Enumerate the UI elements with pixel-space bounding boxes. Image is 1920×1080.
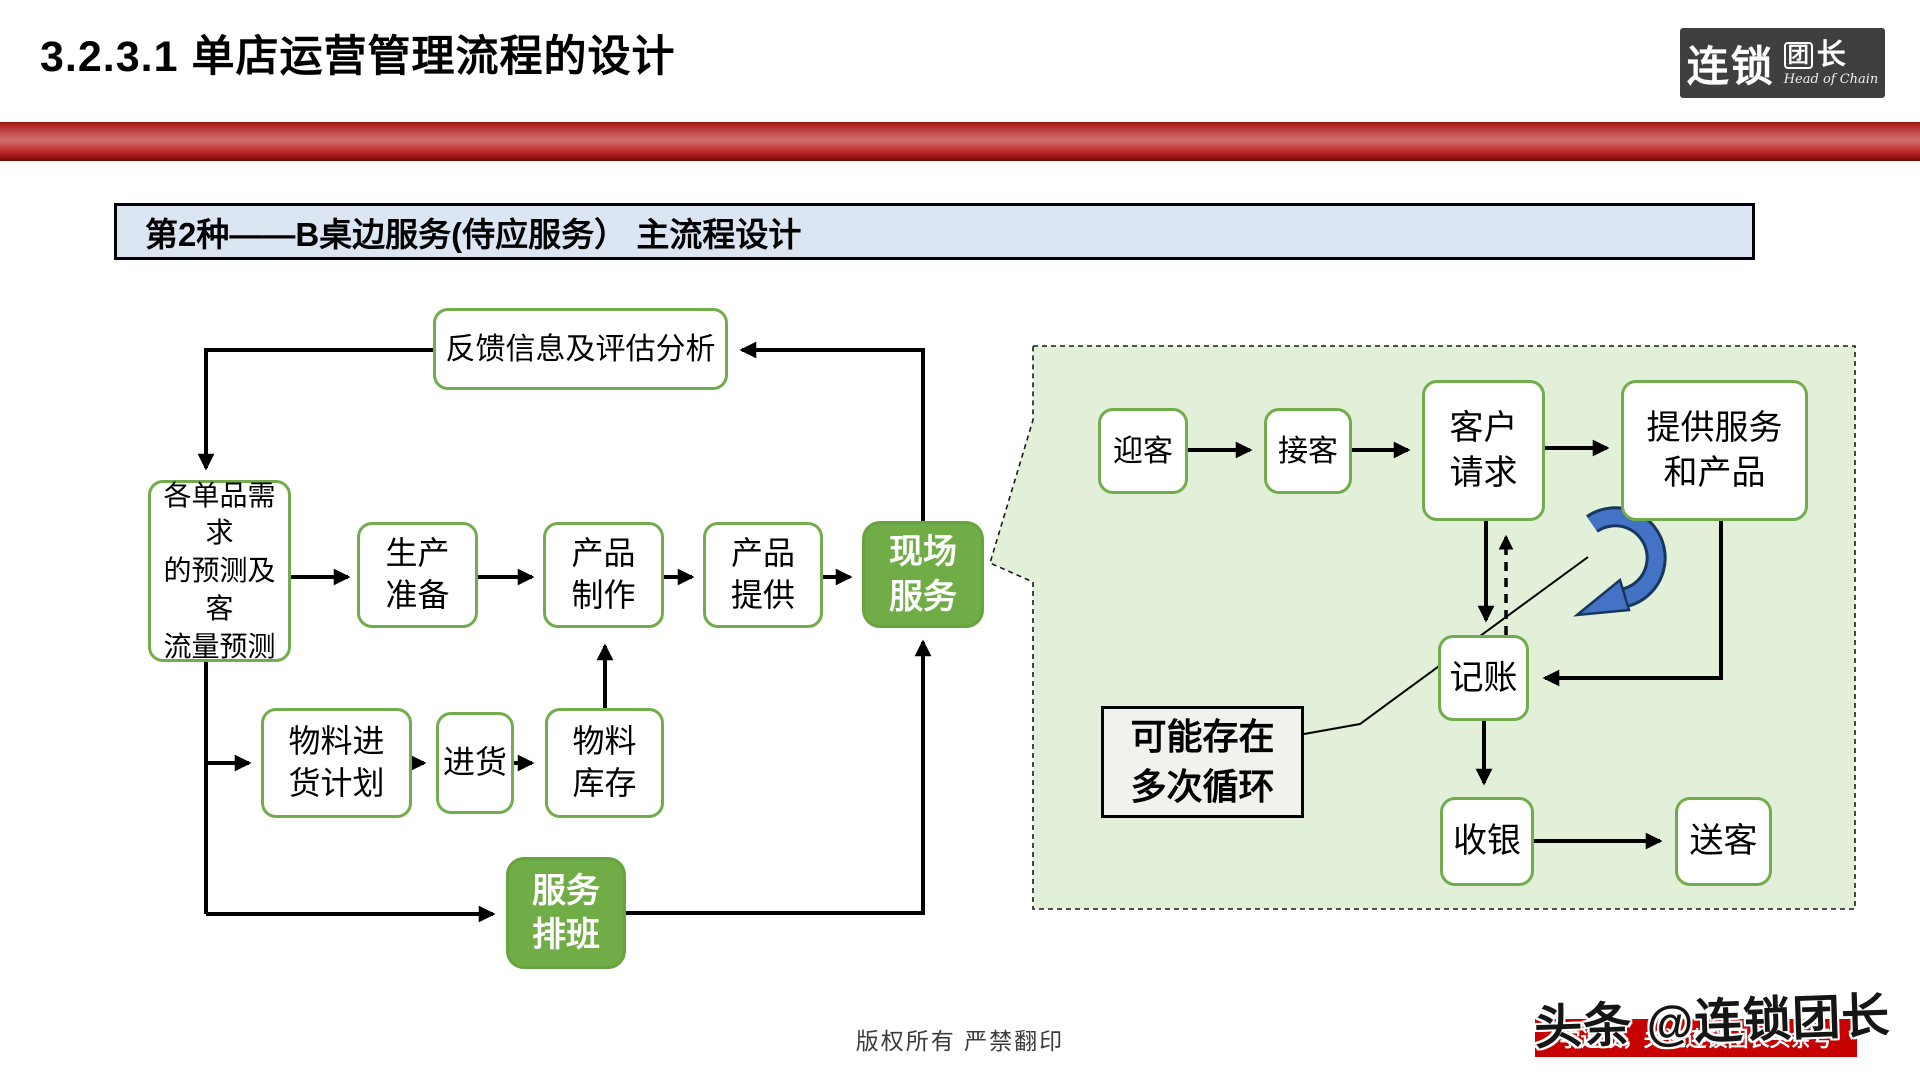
node-production-prep: 生产 准备: [357, 522, 478, 628]
node-material-purchase-plan: 物料进 货计划: [261, 708, 412, 818]
loop-arrow-icon: [1573, 506, 1667, 617]
node-product-offering: 产品 提供: [703, 522, 823, 628]
arrow-scheduling-to-onsite: [626, 639, 932, 915]
copyright-text: 版权所有 严禁翻印: [855, 1028, 1065, 1054]
node-loop-note: 可能存在 多次循环: [1101, 706, 1304, 818]
logo-right-block: 团 长 Head of Chain: [1783, 38, 1879, 87]
node-forecast: 各单品需求 的预测及客 流量预测: [148, 480, 291, 662]
node-bookkeeping: 记账: [1438, 635, 1529, 721]
node-see-off: 送客: [1675, 797, 1772, 886]
node-purchasing: 进货: [436, 712, 514, 814]
page-title: 3.2.3.1 单店运营管理流程的设计: [40, 33, 676, 81]
watermark-subline: 学连锁，关注连锁团长头条号: [1559, 1028, 1833, 1051]
node-provide-service-product: 提供服务 和产品: [1621, 380, 1808, 521]
node-receive: 接客: [1264, 408, 1352, 494]
node-customer-request: 客户 请求: [1422, 380, 1545, 521]
logo-badge-char: 团: [1783, 41, 1813, 69]
node-onsite-service: 现场 服务: [862, 521, 984, 628]
watermark-banner: 学连锁，关注连锁团长头条号: [1535, 1019, 1857, 1057]
divider-bar: [0, 122, 1920, 161]
section-header-label: 第2种——B桌边服务(侍应服务） 主流程设计: [145, 215, 802, 253]
node-feedback: 反馈信息及评估分析: [433, 308, 728, 390]
logo-after-char: 长: [1816, 38, 1846, 71]
section-header: 第2种——B桌边服务(侍应服务） 主流程设计: [114, 203, 1755, 260]
watermark-headline: 头条 @连锁团长: [1533, 989, 1892, 1056]
arrow-feedback-to-forecast: [197, 348, 433, 471]
node-service-scheduling: 服务 排班: [506, 857, 626, 969]
logo-tagline: Head of Chain: [1783, 71, 1879, 87]
node-cashier: 收银: [1440, 797, 1534, 886]
brand-logo: 连锁 团 长 Head of Chain: [1680, 28, 1885, 98]
node-welcome: 迎客: [1098, 408, 1188, 494]
arrow-onsite-to-feedback: [739, 341, 925, 521]
node-product-making: 产品 制作: [543, 522, 664, 628]
arrow-provide-to-bookkeeping: [1542, 521, 1723, 687]
node-material-inventory: 物料 库存: [545, 708, 664, 818]
logo-main-text: 连锁: [1686, 42, 1775, 90]
